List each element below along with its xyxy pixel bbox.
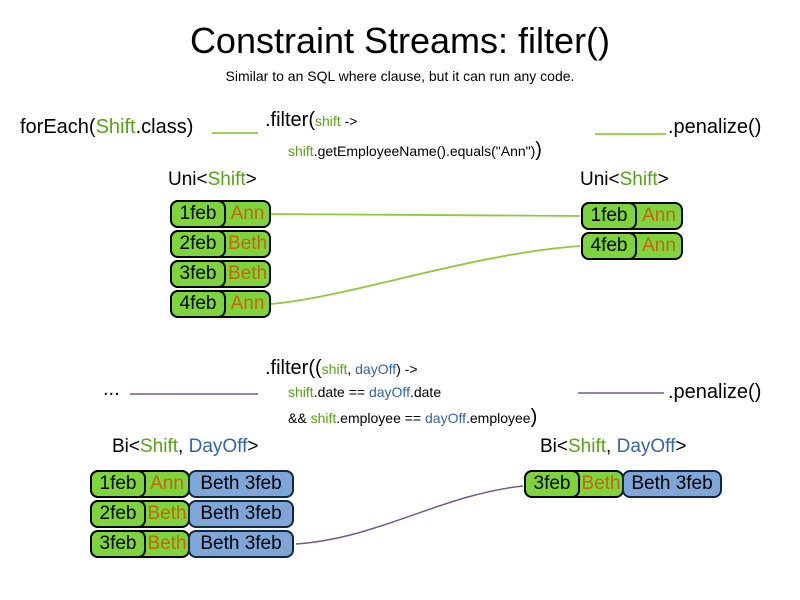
code-fragment: -> (340, 113, 358, 129)
code-fragment: .filter( (265, 109, 315, 131)
code-fragment: , (347, 361, 356, 377)
filter2-head-code: .filter((shift, dayOff) -> (265, 357, 418, 380)
dayoff-segment: Beth 3feb (188, 500, 294, 528)
code-fragment: ) (530, 406, 538, 428)
shift-card: 1feb Ann (170, 200, 271, 228)
label-fragment: , (178, 436, 189, 457)
label-fragment-type: Shift (140, 436, 179, 457)
label-fragment-type: DayOff (616, 436, 676, 457)
code-fragment-param: shift (310, 410, 337, 426)
connector-bi-match (295, 485, 524, 545)
shift-employee: Ann (230, 203, 265, 224)
shift-segment: 3feb Beth (524, 470, 624, 498)
code-fragment-param: shift (315, 113, 341, 129)
shift-date: 3feb (90, 530, 146, 558)
label-fragment-type: Shift (207, 169, 246, 190)
bi-label-right: Bi<Shift, DayOff> (540, 436, 686, 458)
shift-date: 2feb (170, 230, 226, 258)
filter1-head-code: .filter(shift -> (265, 109, 357, 132)
uni-label-left: Uni<Shift> (168, 169, 257, 191)
shift-employee: Beth (147, 503, 187, 524)
shift-date: 3feb (524, 470, 580, 498)
filter2-line3-code: && shift.employee == dayOff.employee) (288, 406, 537, 429)
code-fragment: .filter(( (265, 357, 322, 379)
label-fragment: > (657, 169, 669, 190)
label-fragment-type: Shift (619, 169, 658, 190)
shift-employee: Beth (227, 233, 268, 254)
foreach-code: forEach(Shift.class) (20, 116, 193, 139)
shift-segment: 3feb Beth (90, 530, 190, 558)
label-fragment: , (606, 436, 617, 457)
connector-shift-1feb (270, 213, 581, 217)
bi-card: 3feb Beth Beth 3feb (524, 470, 722, 498)
label-fragment: Uni< (580, 169, 620, 190)
code-fragment: ) -> (396, 361, 418, 377)
page-title: Constraint Streams: filter() (189, 20, 611, 61)
dayoff-segment: Beth 3feb (188, 470, 294, 498)
shift-employee: Ann (642, 205, 676, 226)
code-fragment: .class) (135, 116, 194, 138)
code-fragment: forEach( (20, 116, 96, 138)
bi-card: 3feb Beth Beth 3feb (90, 530, 294, 558)
code-fragment-param: dayOff (355, 361, 397, 377)
dayoff-segment: Beth 3feb (188, 530, 294, 558)
shift-employee: Ann (230, 293, 265, 314)
shift-date: 1feb (90, 470, 146, 498)
bi-card: 2feb Beth Beth 3feb (90, 500, 294, 528)
code-fragment: .employee (466, 410, 531, 426)
label-fragment: > (245, 169, 257, 190)
bi-label-left: Bi<Shift, DayOff> (112, 436, 258, 458)
code-fragment-param: dayOff (368, 384, 410, 400)
code-fragment: .date == (313, 384, 369, 400)
shift-date: 4feb (581, 232, 637, 260)
code-fragment-param: shift (288, 143, 314, 159)
filter1-body-code: shift.getEmployeeName().equals("Ann")) (288, 139, 542, 162)
shift-date: 1feb (581, 202, 637, 230)
shift-segment: 2feb Beth (90, 500, 190, 528)
bi-card: 1feb Ann Beth 3feb (90, 470, 294, 498)
dayoff-segment: Beth 3feb (622, 470, 722, 498)
code-fragment: ) (535, 139, 542, 161)
penalize1-code: .penalize() (668, 116, 762, 138)
shift-employee: Beth (581, 473, 621, 494)
connector-shift-4feb (270, 245, 581, 305)
shift-card: 4feb Ann (170, 290, 271, 318)
label-fragment: Bi< (540, 436, 568, 457)
filter2-line2-code: shift.date == dayOff.date (288, 384, 441, 400)
label-fragment-type: Shift (568, 436, 607, 457)
code-fragment-param: shift (321, 361, 348, 377)
shift-card: 3feb Beth (170, 260, 271, 288)
shift-employee: Beth (227, 263, 268, 284)
shift-segment: 1feb Ann (90, 470, 190, 498)
uni-label-right: Uni<Shift> (580, 169, 669, 191)
shift-card: 4feb Ann (581, 232, 683, 260)
code-fragment: .date (409, 384, 442, 400)
page-subtitle: Similar to an SQL where clause, but it c… (225, 68, 575, 84)
label-fragment: Bi< (112, 436, 140, 457)
shift-employee: Ann (642, 235, 676, 256)
ellipsis-source: ... (103, 378, 120, 400)
code-fragment-param: shift (288, 384, 314, 400)
shift-date: 4feb (170, 290, 226, 318)
shift-date: 2feb (90, 500, 146, 528)
label-fragment-type: DayOff (188, 436, 248, 457)
shift-employee: Ann (150, 473, 184, 494)
shift-card: 2feb Beth (170, 230, 271, 258)
code-fragment: .employee == (336, 410, 425, 426)
label-fragment: > (675, 436, 687, 457)
shift-date: 3feb (170, 260, 226, 288)
penalize2-code: .penalize() (668, 381, 762, 403)
shift-date: 1feb (170, 200, 226, 228)
code-fragment-param: dayOff (425, 410, 466, 426)
shift-card: 1feb Ann (581, 202, 683, 230)
label-fragment: > (247, 436, 259, 457)
label-fragment: Uni< (168, 169, 208, 190)
shift-employee: Beth (147, 533, 187, 554)
code-fragment: && (288, 410, 311, 426)
code-fragment: .getEmployeeName().equals("Ann") (313, 143, 536, 159)
code-fragment-class: Shift (95, 116, 136, 138)
